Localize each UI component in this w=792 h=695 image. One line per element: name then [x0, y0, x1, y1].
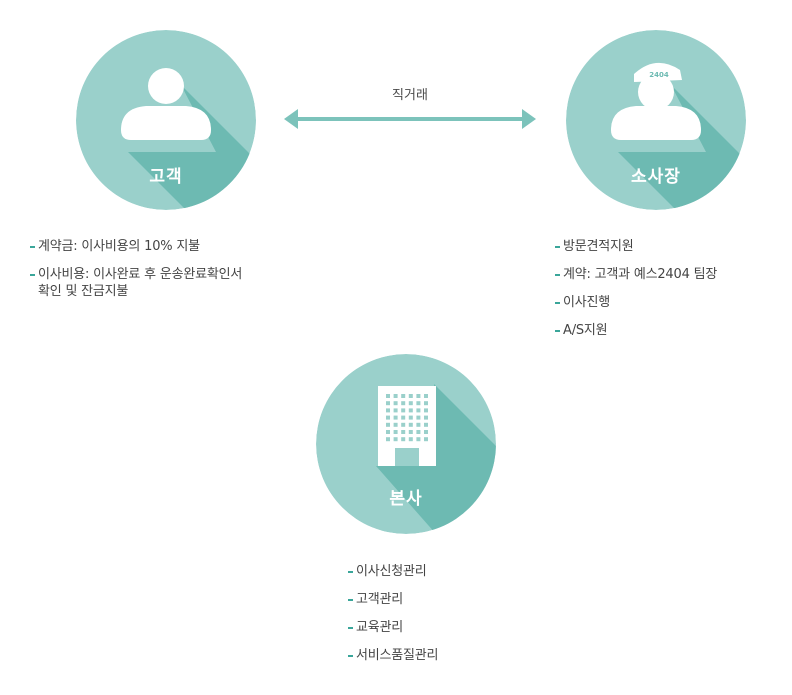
list-item-text: 이사신청관리: [356, 564, 427, 579]
bullet-icon: [348, 599, 353, 601]
list-item: 서비스품질관리: [348, 647, 548, 664]
cap-text: 2404: [649, 71, 669, 79]
customer-label: 고객: [149, 167, 183, 187]
owner-label: 소사장: [631, 167, 681, 187]
bullet-icon: [555, 302, 560, 304]
owner-circle: 2404: [566, 30, 746, 210]
list-item-text: 교육관리: [356, 620, 404, 635]
bullet-icon: [348, 571, 353, 573]
owner-node: 2404 소사장: [566, 30, 746, 210]
bullet-icon: [348, 655, 353, 657]
customer-circle: [76, 30, 256, 210]
hq-circle: [316, 354, 496, 534]
person-icon: [121, 68, 211, 140]
bullet-icon: [348, 627, 353, 629]
list-item-text: 방문견적지원: [563, 239, 634, 254]
bullet-icon: [555, 274, 560, 276]
list-item: 방문견적지원: [555, 238, 785, 255]
list-item: 이사신청관리: [348, 563, 548, 580]
list-item-text: 이사비용: 이사완료 후 운송완료확인서: [38, 267, 243, 282]
bidirectional-arrow: [284, 109, 536, 129]
direct-deal-label: 직거래: [392, 88, 428, 103]
bullet-icon: [30, 274, 35, 276]
list-item: A/S지원: [555, 322, 785, 339]
list-item-text: 계약금: 이사비용의 10% 지불: [38, 239, 200, 254]
building-icon: [378, 386, 436, 466]
list-item: 이사진행: [555, 294, 785, 311]
list-item-text: 고객관리: [356, 592, 404, 607]
list-item: 계약: 고객과 예스2404 팀장: [555, 266, 785, 283]
list-item: 교육관리: [348, 619, 548, 636]
list-item-text: 이사진행: [563, 295, 611, 310]
list-item: 고객관리: [348, 591, 548, 608]
list-item: 계약금: 이사비용의 10% 지불: [30, 238, 330, 255]
person-with-cap-icon: [611, 62, 701, 140]
hq-node: 본사: [316, 354, 496, 534]
list-item-text: 서비스품질관리: [356, 648, 439, 663]
list-item-text: 확인 및 잔금지불: [38, 284, 129, 299]
hq-label: 본사: [389, 489, 423, 509]
list-item-text: 계약: 고객과 예스2404 팀장: [563, 267, 718, 282]
bullet-icon: [30, 246, 35, 248]
customer-node: 고객: [76, 30, 256, 210]
list-item-text: A/S지원: [563, 323, 608, 338]
bullet-icon: [555, 330, 560, 332]
bullet-icon: [555, 246, 560, 248]
